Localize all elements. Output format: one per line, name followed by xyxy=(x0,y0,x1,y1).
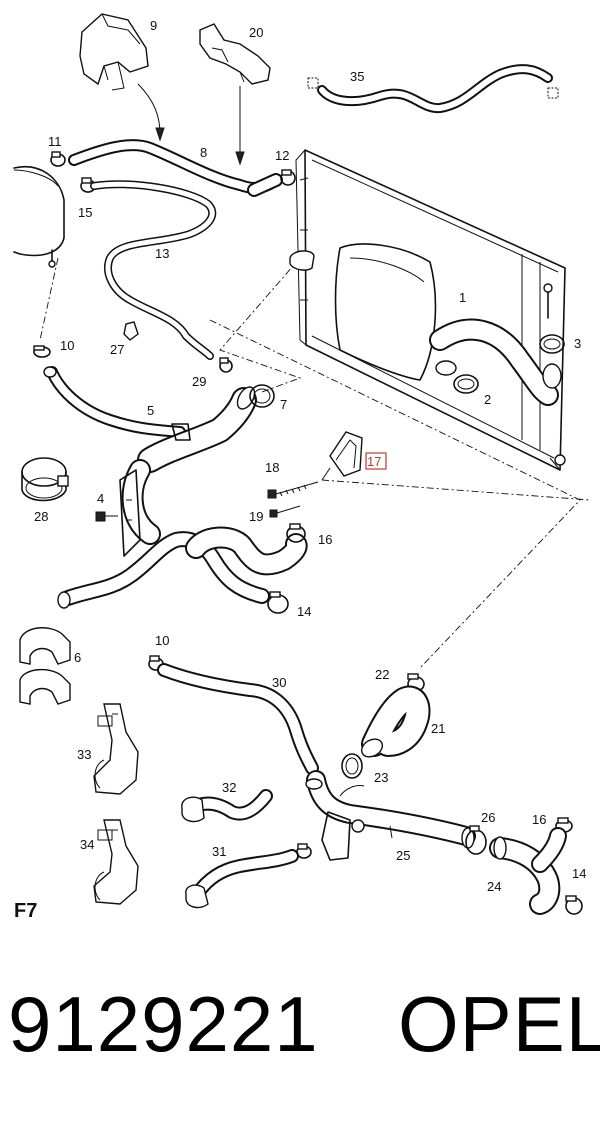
bracket-clip-20 xyxy=(199,23,271,85)
hose-clamp-26 xyxy=(465,825,487,855)
assembly-leader-lines xyxy=(39,257,591,669)
label-24: 24 xyxy=(487,879,501,894)
label-11: 11 xyxy=(48,134,62,149)
hose-clamp-7 xyxy=(249,384,275,408)
hose-clamp-10-upper xyxy=(33,345,51,358)
label-1: 1 xyxy=(459,290,466,305)
label-26: 26 xyxy=(481,810,495,825)
hose-clamp-28 xyxy=(21,457,69,502)
hose-31 xyxy=(185,849,299,909)
label-9: 9 xyxy=(150,18,157,33)
coolant-hose-parts-diagram: 1 2 3 4 5 6 7 8 9 10 10 11 12 13 14 14 1… xyxy=(13,13,591,915)
hose-clamp-2 xyxy=(453,374,479,394)
hose-clamp-3 xyxy=(539,334,565,354)
label-31: 31 xyxy=(212,844,226,859)
hose-clamp-lower-small xyxy=(296,843,312,859)
radiator-upper-hose xyxy=(429,318,562,406)
label-14-upper: 14 xyxy=(297,604,311,619)
label-21: 21 xyxy=(431,721,445,736)
label-27: 27 xyxy=(110,342,124,357)
radiator xyxy=(289,149,566,471)
label-20: 20 xyxy=(249,25,263,40)
thermostat-housing-17 xyxy=(321,431,363,481)
label-22: 22 xyxy=(375,667,389,682)
pointer-arrows xyxy=(137,83,245,166)
label-2: 2 xyxy=(484,392,491,407)
highlight-box-17 xyxy=(365,452,387,470)
label-35: 35 xyxy=(350,69,364,84)
label-5: 5 xyxy=(147,403,154,418)
part-labels: 1 2 3 4 5 6 7 8 9 10 10 11 12 13 14 14 1… xyxy=(34,18,586,894)
hose-8 xyxy=(68,139,283,197)
label-32: 32 xyxy=(222,780,236,795)
bracket-clip-9 xyxy=(79,13,149,91)
bolt-19 xyxy=(269,505,301,518)
label-30: 30 xyxy=(272,675,286,690)
label-12: 12 xyxy=(275,148,289,163)
hose-clamp-16-upper xyxy=(286,523,306,543)
lower-hose xyxy=(57,526,308,609)
hose-35 xyxy=(307,64,559,114)
label-29: 29 xyxy=(192,374,206,389)
label-33: 33 xyxy=(77,747,91,762)
label-3: 3 xyxy=(574,336,581,351)
label-4: 4 xyxy=(97,491,104,506)
part-number: 9129221 xyxy=(8,980,319,1068)
hose-clamp-6 xyxy=(19,627,71,705)
hose-clamp-14-upper xyxy=(267,591,289,614)
hose-clamp-29 xyxy=(219,357,233,373)
hose-elbow-21 xyxy=(360,685,431,758)
expansion-tank xyxy=(13,165,65,268)
label-7: 7 xyxy=(280,397,287,412)
bolt-4 xyxy=(95,511,118,522)
bracket-34 xyxy=(93,819,139,905)
label-13: 13 xyxy=(155,246,169,261)
brand-name: OPEL xyxy=(398,980,600,1068)
label-16-upper: 16 xyxy=(318,532,332,547)
page-code: F7 xyxy=(14,900,38,922)
coolant-pipe-5 xyxy=(43,366,257,557)
coolant-pipe-30 xyxy=(157,663,319,775)
label-25: 25 xyxy=(396,848,410,863)
hose-clamp-14-lower xyxy=(565,895,583,915)
label-10-lower: 10 xyxy=(155,633,169,648)
label-14-lower: 14 xyxy=(572,866,586,881)
label-34: 34 xyxy=(80,837,94,852)
bolt-18 xyxy=(267,481,319,499)
coolant-pipe-25 xyxy=(305,770,476,861)
hose-elbow-24 xyxy=(489,827,567,915)
label-10-upper: 10 xyxy=(60,338,74,353)
label-6: 6 xyxy=(74,650,81,665)
hose-clamp-11 xyxy=(50,151,66,167)
retaining-clip-27 xyxy=(123,321,139,341)
label-18: 18 xyxy=(265,460,279,475)
label-16-lower: 16 xyxy=(532,812,546,827)
bracket-33 xyxy=(93,703,139,795)
label-17: 17 xyxy=(367,454,381,469)
hose-clamp-12 xyxy=(280,169,296,186)
label-19: 19 xyxy=(249,509,263,524)
hose-32 xyxy=(181,789,273,823)
vent-hose-13 xyxy=(90,180,217,360)
hose-clamp-23 xyxy=(341,753,363,779)
label-23: 23 xyxy=(374,770,388,785)
label-15: 15 xyxy=(78,205,92,220)
label-8: 8 xyxy=(200,145,207,160)
label-28: 28 xyxy=(34,509,48,524)
